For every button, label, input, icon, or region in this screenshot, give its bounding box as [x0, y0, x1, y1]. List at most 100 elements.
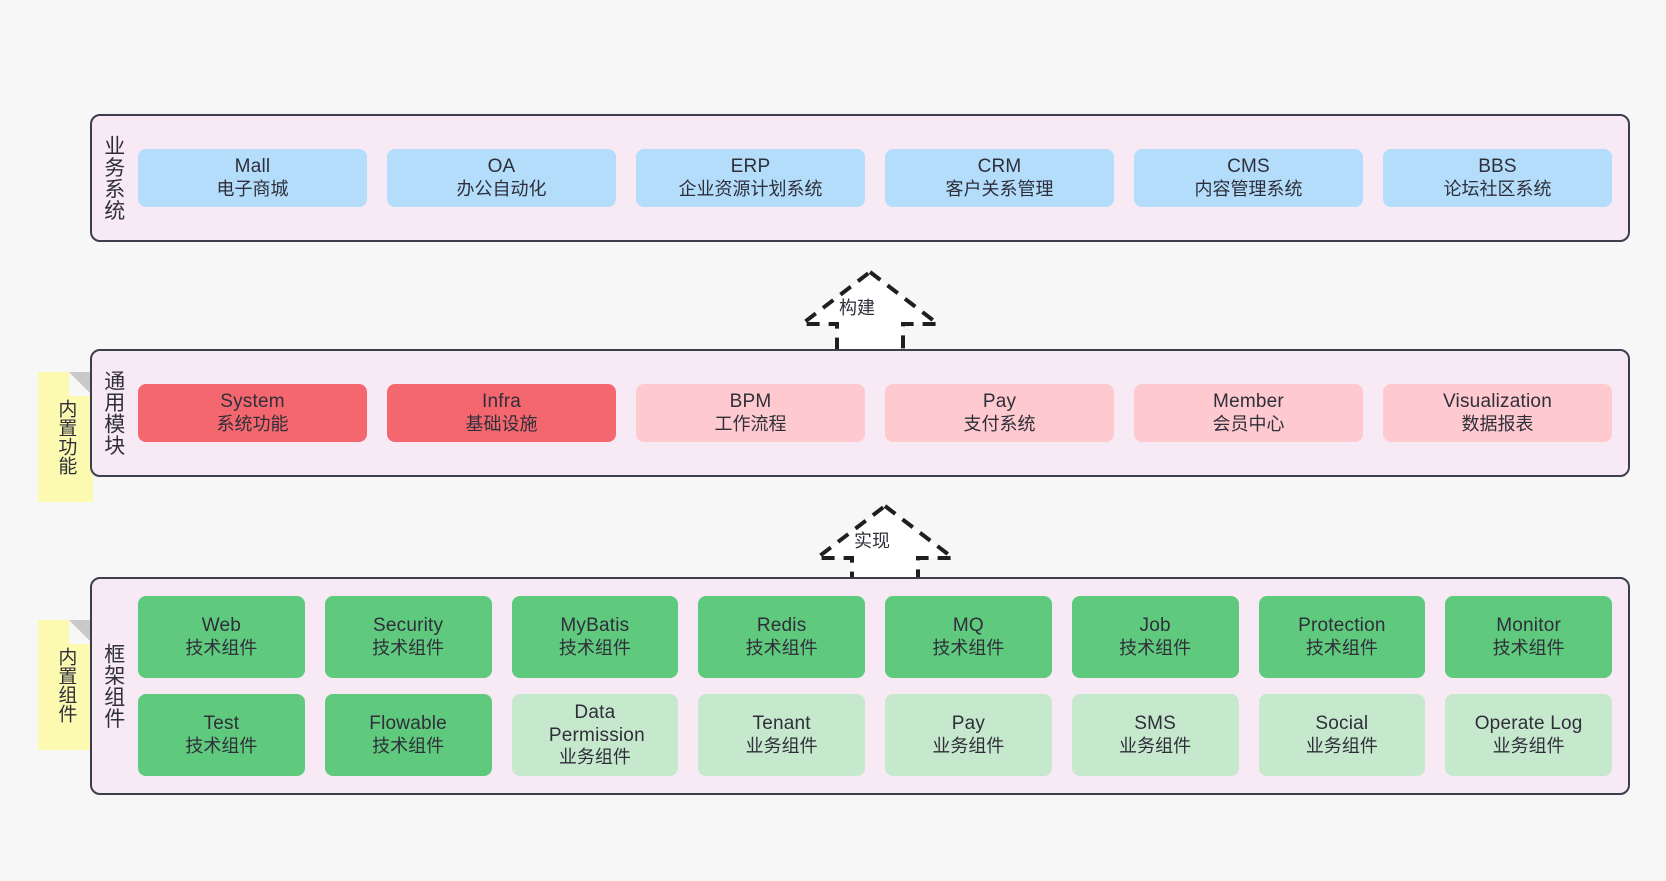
- card-subtitle: 业务组件: [1119, 735, 1192, 756]
- card-row: Test 技术组件 Flowable 技术组件 Data Permission …: [138, 694, 1612, 776]
- card-subtitle: 内容管理系统: [1194, 178, 1303, 199]
- card-security[interactable]: Security 技术组件: [324, 596, 492, 678]
- card-subtitle: 系统功能: [216, 413, 289, 434]
- card-monitor[interactable]: Monitor 技术组件: [1445, 596, 1612, 678]
- sticky-note-label: 内置功能: [55, 399, 77, 475]
- card-title: Infra: [481, 391, 522, 413]
- card-title: Member: [1213, 391, 1284, 413]
- card-subtitle: 技术组件: [185, 637, 258, 658]
- card-subtitle: 客户关系管理: [945, 178, 1054, 199]
- card-bpm[interactable]: BPM 工作流程: [636, 384, 865, 442]
- card-social[interactable]: Social 业务组件: [1258, 694, 1426, 776]
- card-crm[interactable]: CRM 客户关系管理: [885, 149, 1114, 207]
- card-title: Security: [373, 615, 444, 637]
- card-title: Job: [1139, 615, 1171, 637]
- card-title: Tenant: [752, 713, 811, 735]
- card-mall[interactable]: Mall 电子商城: [138, 149, 367, 207]
- card-title: SMS: [1134, 713, 1177, 735]
- layer-title-business-system: 业务系统: [101, 135, 125, 221]
- card-erp[interactable]: ERP 企业资源计划系统: [636, 149, 865, 207]
- card-title: Mall: [234, 156, 271, 178]
- card-title: MyBatis: [560, 615, 630, 637]
- card-subtitle: 办公自动化: [456, 178, 547, 199]
- card-cms[interactable]: CMS 内容管理系统: [1134, 149, 1363, 207]
- card-subtitle: 业务组件: [932, 735, 1005, 756]
- card-subtitle: 论坛社区系统: [1443, 178, 1552, 199]
- card-title: Pay: [951, 713, 986, 735]
- card-title: Test: [203, 713, 240, 735]
- layer-body-business-system: Mall 电子商城 OA 办公自动化 ERP 企业资源计划系统 CRM 客户关系…: [134, 116, 1628, 240]
- card-row: Mall 电子商城 OA 办公自动化 ERP 企业资源计划系统 CRM 客户关系…: [138, 149, 1612, 207]
- card-title: System: [220, 391, 285, 413]
- card-title: Data Permission: [548, 701, 645, 747]
- sticky-note-builtin-function: 内置功能: [38, 372, 93, 502]
- card-subtitle: 技术组件: [1492, 637, 1565, 658]
- card-subtitle: 技术组件: [185, 735, 258, 756]
- card-data-permission[interactable]: Data Permission 业务组件: [511, 694, 679, 776]
- card-title: Operate Log: [1474, 713, 1583, 735]
- card-redis[interactable]: Redis 技术组件: [698, 596, 865, 678]
- card-row: System 系统功能 Infra 基础设施 BPM 工作流程 Pay 支付系统…: [138, 384, 1612, 442]
- card-job[interactable]: Job 技术组件: [1071, 596, 1239, 678]
- card-subtitle: 业务组件: [745, 735, 818, 756]
- connector-build-label: 构建: [839, 298, 875, 318]
- card-subtitle: 基础设施: [465, 413, 538, 434]
- card-flowable[interactable]: Flowable 技术组件: [324, 694, 492, 776]
- card-bbs[interactable]: BBS 论坛社区系统: [1383, 149, 1612, 207]
- card-subtitle: 技术组件: [372, 637, 445, 658]
- layer-body-common-module: System 系统功能 Infra 基础设施 BPM 工作流程 Pay 支付系统…: [134, 351, 1628, 475]
- card-subtitle: 电子商城: [216, 178, 289, 199]
- card-subtitle: 数据报表: [1461, 413, 1534, 434]
- card-title: Monitor: [1496, 615, 1561, 637]
- card-infra[interactable]: Infra 基础设施: [387, 384, 616, 442]
- connector-implement-label: 实现: [854, 531, 890, 551]
- card-title: ERP: [730, 156, 771, 178]
- card-subtitle: 技术组件: [1305, 637, 1378, 658]
- card-subtitle: 技术组件: [745, 637, 818, 658]
- card-title: Pay: [982, 391, 1017, 413]
- layer-title-framework-component: 框架组件: [101, 643, 125, 729]
- card-protection[interactable]: Protection 技术组件: [1258, 596, 1426, 678]
- sticky-note-builtin-component: 内置组件: [38, 620, 93, 750]
- card-title: Visualization: [1443, 391, 1552, 413]
- card-mybatis[interactable]: MyBatis 技术组件: [511, 596, 679, 678]
- card-mq[interactable]: MQ 技术组件: [885, 596, 1052, 678]
- card-title: CMS: [1227, 156, 1270, 178]
- card-sms[interactable]: SMS 业务组件: [1071, 694, 1239, 776]
- card-subtitle: 技术组件: [932, 637, 1005, 658]
- card-subtitle: 支付系统: [963, 413, 1036, 434]
- card-title: CRM: [977, 156, 1022, 178]
- card-pay-module[interactable]: Pay 支付系统: [885, 384, 1114, 442]
- card-system[interactable]: System 系统功能: [138, 384, 367, 442]
- layer-body-framework-component: Web 技术组件 Security 技术组件 MyBatis 技术组件 Redi…: [134, 579, 1628, 793]
- card-title: Social: [1315, 713, 1369, 735]
- card-visualization[interactable]: Visualization 数据报表: [1383, 384, 1612, 442]
- card-title: Protection: [1298, 615, 1386, 637]
- card-oa[interactable]: OA 办公自动化: [387, 149, 616, 207]
- layer-business-system: 业务系统 Mall 电子商城 OA 办公自动化 ERP 企业资源计划系统 CRM…: [90, 114, 1630, 242]
- layer-common-module: 通用模块 System 系统功能 Infra 基础设施 BPM 工作流程 Pay…: [90, 349, 1630, 477]
- card-subtitle: 企业资源计划系统: [678, 178, 823, 199]
- layer-framework-component: 框架组件 Web 技术组件 Security 技术组件 MyBatis 技术组件…: [90, 577, 1630, 795]
- layer-title-common-module: 通用模块: [101, 370, 125, 456]
- card-row: Web 技术组件 Security 技术组件 MyBatis 技术组件 Redi…: [138, 596, 1612, 678]
- card-subtitle: 技术组件: [372, 735, 445, 756]
- card-test[interactable]: Test 技术组件: [138, 694, 305, 776]
- card-title: MQ: [952, 615, 984, 637]
- card-web[interactable]: Web 技术组件: [138, 596, 305, 678]
- card-tenant[interactable]: Tenant 业务组件: [698, 694, 865, 776]
- card-pay-component[interactable]: Pay 业务组件: [885, 694, 1052, 776]
- card-subtitle: 工作流程: [714, 413, 787, 434]
- card-member[interactable]: Member 会员中心: [1134, 384, 1363, 442]
- card-subtitle: 技术组件: [558, 637, 631, 658]
- card-title: BPM: [729, 391, 772, 413]
- card-subtitle: 技术组件: [1119, 637, 1192, 658]
- card-subtitle: 业务组件: [1492, 735, 1565, 756]
- card-title: Web: [201, 615, 242, 637]
- card-title: BBS: [1478, 156, 1517, 178]
- card-subtitle: 业务组件: [558, 747, 631, 768]
- card-title: Redis: [756, 615, 807, 637]
- sticky-note-label: 内置组件: [55, 647, 77, 723]
- card-operate-log[interactable]: Operate Log 业务组件: [1445, 694, 1612, 776]
